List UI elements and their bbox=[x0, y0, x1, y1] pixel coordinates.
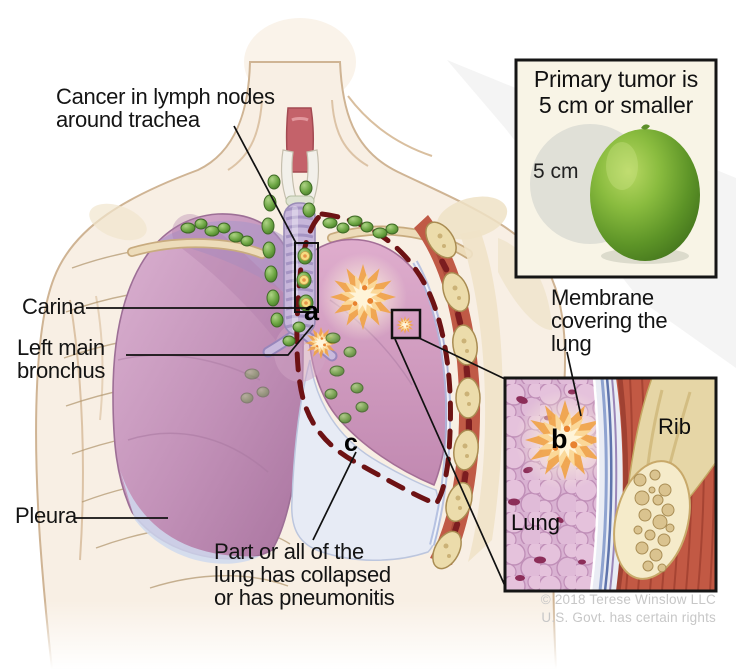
label-line: or has pneumonitis bbox=[214, 585, 395, 610]
credit-line: © 2018 Terese Winslow LLC bbox=[540, 592, 716, 607]
tumor-size-inset bbox=[514, 58, 718, 279]
marker-a: a bbox=[304, 296, 320, 326]
tumors bbox=[305, 253, 407, 359]
label-pleura: Pleura bbox=[15, 503, 77, 528]
copyright-credit: © 2018 Terese Winslow LLC U.S. Govt. has… bbox=[430, 591, 716, 627]
label-line: Cancer in lymph nodes bbox=[56, 84, 275, 109]
label-line: Part or all of the bbox=[214, 539, 364, 564]
marker-c: c bbox=[344, 429, 358, 457]
label-line: around trachea bbox=[56, 107, 200, 132]
closeup-rib-label: Rib bbox=[658, 414, 692, 439]
label-cancer-lymph-nodes: Cancer in lymph nodes around trachea bbox=[56, 85, 275, 131]
scale-circle-label: 5 cm bbox=[533, 160, 579, 183]
bottom-fade bbox=[0, 600, 736, 669]
label-line: Membrane bbox=[551, 285, 654, 310]
label-carina: Carina bbox=[22, 294, 86, 319]
label-line: covering the bbox=[551, 308, 668, 333]
title-line: 5 cm or smaller bbox=[538, 92, 694, 118]
right-lung bbox=[112, 213, 310, 564]
lymph-nodes bbox=[180, 174, 399, 424]
rib-chain bbox=[414, 215, 503, 570]
callouts bbox=[75, 125, 582, 587]
label-line: lung bbox=[551, 331, 592, 356]
closeup-inset bbox=[503, 376, 718, 593]
label-collapsed-lung: Part or all of the lung has collapsed or… bbox=[214, 539, 395, 610]
credit-line: U.S. Govt. has certain rights bbox=[541, 610, 716, 625]
label-line: bronchus bbox=[17, 358, 106, 383]
label-line: Left main bbox=[17, 335, 105, 360]
closeup-lung-label: Lung bbox=[511, 510, 560, 535]
label-line: lung has collapsed bbox=[214, 562, 391, 587]
label-membrane: Membrane covering the lung bbox=[551, 285, 668, 356]
size-inset-title: Primary tumor is 5 cm or smaller bbox=[519, 66, 713, 118]
label-left-main-bronchus: Left main bronchus bbox=[17, 336, 105, 382]
marker-b: b bbox=[551, 424, 568, 454]
title-line: Primary tumor is bbox=[533, 66, 699, 92]
